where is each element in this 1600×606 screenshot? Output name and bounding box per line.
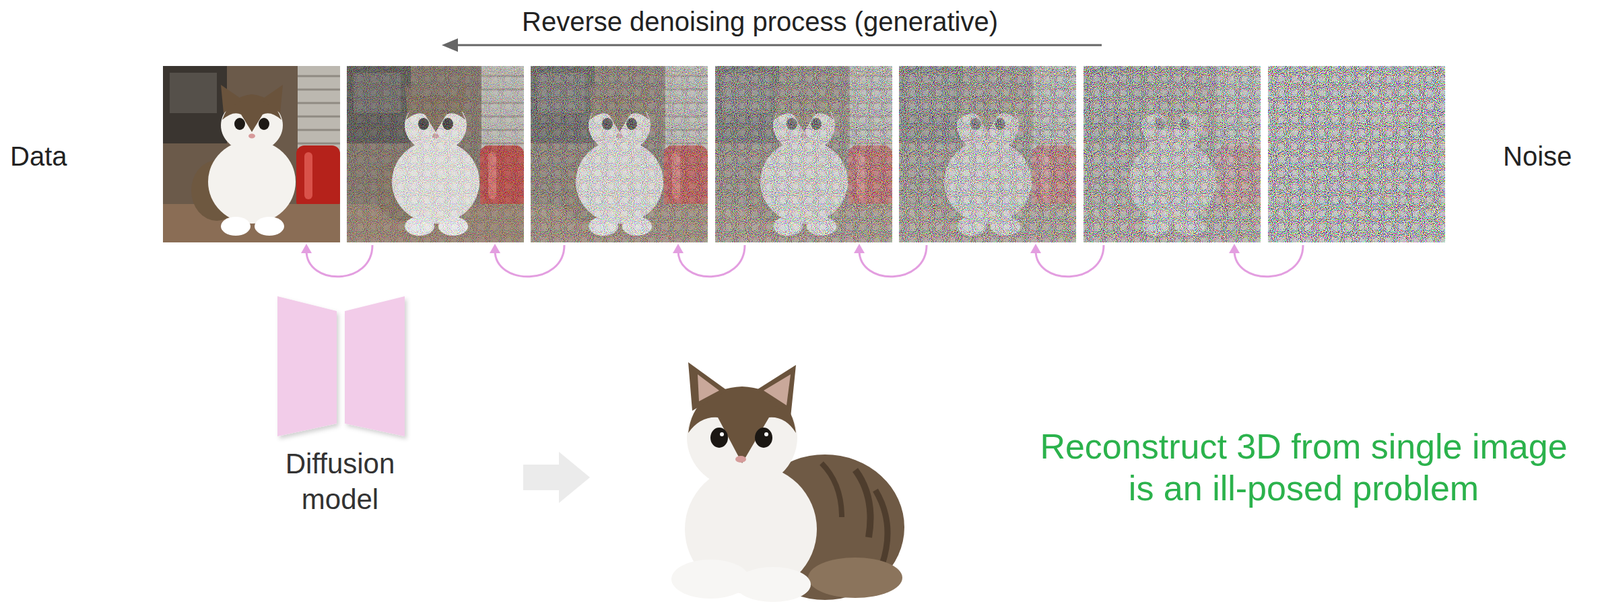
step-arrows — [306, 245, 1304, 277]
image-panel — [162, 65, 341, 243]
flow-arrow — [523, 451, 590, 504]
image-panel — [898, 65, 1077, 243]
process-arrow — [455, 44, 1102, 47]
image-panel — [1268, 65, 1446, 243]
image-panel — [1083, 65, 1261, 243]
node-label: Diffusion model — [262, 445, 418, 518]
axis-label: Noise — [1503, 140, 1572, 173]
model-icon: Diffusion model — [255, 289, 425, 518]
note-text: Reconstruct 3D from single image is an i… — [1030, 425, 1577, 510]
process-title: Reverse denoising process (generative) — [521, 5, 998, 38]
image-panel — [715, 65, 893, 243]
network-icon — [255, 289, 425, 445]
image-panel — [530, 65, 708, 243]
image-panel — [346, 65, 524, 243]
axis-label: Data — [10, 140, 68, 173]
cat-3d-model — [671, 362, 905, 603]
